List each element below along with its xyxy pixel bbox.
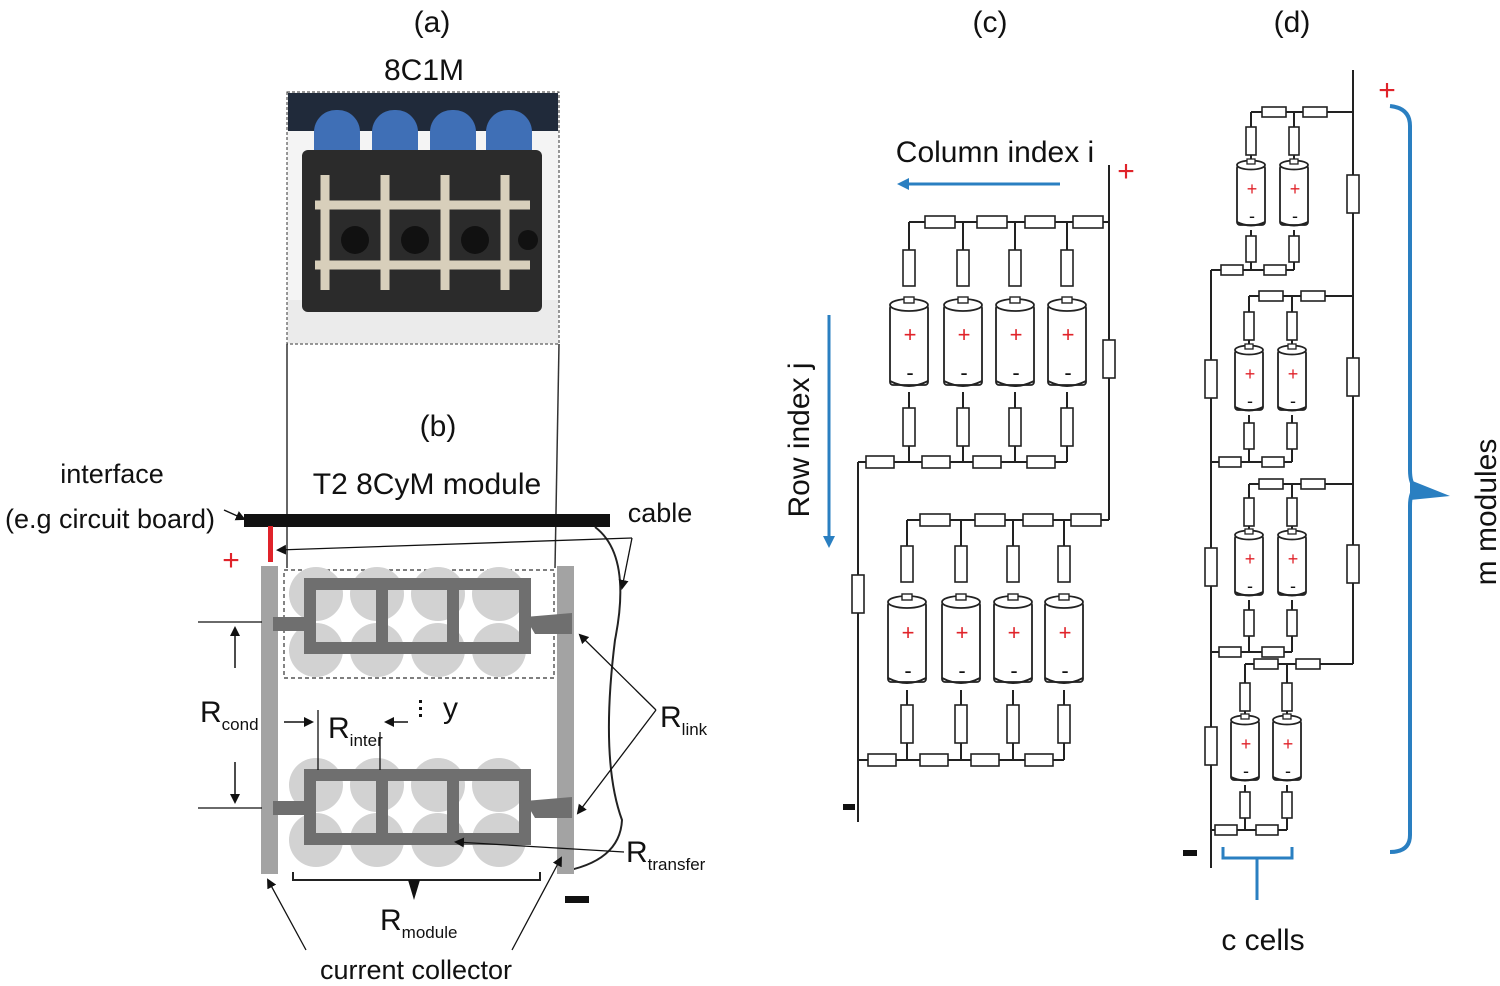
- svg-text:-: -: [906, 360, 913, 385]
- svg-text:-: -: [1061, 658, 1068, 683]
- circuit-c-module-1-cell-marks: + + + + - - - -: [904, 322, 1075, 385]
- svg-text:-: -: [1012, 360, 1019, 385]
- positive-terminal-tab: [268, 526, 273, 562]
- svg-text:-: -: [1249, 206, 1255, 226]
- panel-b-title: T2 8CyM module: [313, 468, 541, 501]
- y-ellipsis-dots: [419, 700, 422, 717]
- svg-text:+: +: [1283, 734, 1294, 754]
- cable-label: cable: [628, 498, 693, 528]
- svg-text:-: -: [1243, 761, 1249, 781]
- svg-text:+: +: [958, 322, 971, 347]
- interface-board: [244, 514, 610, 527]
- c-cells-label: c cells: [1221, 924, 1304, 957]
- circuit-c-plus-sign: +: [1117, 155, 1135, 188]
- cable: [559, 526, 624, 873]
- svg-text:+: +: [902, 620, 915, 645]
- r-cond-label: Rcond: [200, 696, 259, 734]
- circuit-d-module-2: [1211, 290, 1353, 468]
- link-resistor-c-left: [851, 574, 865, 614]
- current-collector-label: current collector: [320, 955, 512, 985]
- module-plus-sign: +: [222, 544, 240, 577]
- circuit-d-module-4: [1211, 658, 1353, 836]
- current-collector-left: [261, 566, 278, 874]
- r-module-label: Rmodule: [380, 904, 457, 942]
- r-transfer-label: Rtransfer: [626, 836, 706, 874]
- svg-text:-: -: [960, 360, 967, 385]
- link-resistor-c-right: [1102, 339, 1116, 379]
- holder-holes: [341, 226, 538, 254]
- r-inter-label: Rinter: [328, 712, 383, 750]
- circuit-d-module-1: [1211, 106, 1353, 276]
- interface-label: interface: [60, 459, 164, 489]
- svg-text:-: -: [1285, 761, 1291, 781]
- m-modules-brace: [1389, 104, 1450, 854]
- svg-text:+: +: [1245, 549, 1256, 569]
- svg-text:-: -: [1290, 576, 1296, 596]
- svg-text:-: -: [904, 658, 911, 683]
- panel-a-tag: (a): [414, 6, 451, 39]
- c-cells-brace: [1221, 847, 1294, 900]
- svg-text:+: +: [1288, 364, 1299, 384]
- svg-text:-: -: [1247, 391, 1253, 411]
- m-modules-label: m modules: [1470, 439, 1500, 586]
- column-index-label: Column index i: [896, 136, 1094, 169]
- interface-example-label: (e.g circuit board): [5, 504, 215, 534]
- svg-text:+: +: [1247, 179, 1258, 199]
- nickel-strip: [315, 175, 530, 290]
- panel-d-tag: (d): [1274, 6, 1311, 39]
- svg-text:+: +: [904, 322, 917, 347]
- svg-text:+: +: [1008, 620, 1021, 645]
- circuit-d-cell-marks: + + - - + + - - + + - - + + - -: [1241, 179, 1301, 781]
- svg-text:-: -: [1064, 360, 1071, 385]
- svg-text:-: -: [958, 658, 965, 683]
- circuit-d-module-3: [1211, 478, 1353, 658]
- panel-a-title: 8C1M: [384, 54, 464, 87]
- circuit-d-link-resistors: [1204, 174, 1360, 766]
- svg-text:+: +: [1241, 734, 1252, 754]
- svg-text:+: +: [1245, 364, 1256, 384]
- svg-text:+: +: [956, 620, 969, 645]
- svg-text:+: +: [1059, 620, 1072, 645]
- bus-frame-top: [273, 578, 572, 654]
- circuit-d-minus-terminal: [1183, 850, 1197, 856]
- circuit-c-module-2-cell-marks: + + + + - - - -: [902, 620, 1072, 683]
- circuit-d-plus-sign: +: [1378, 74, 1396, 107]
- row-index-label: Row index j: [783, 362, 816, 517]
- circuit-c-module-2: [858, 513, 1109, 767]
- battery-module-photo: [286, 91, 560, 345]
- svg-text:-: -: [1247, 576, 1253, 596]
- module-minus-terminal: [565, 896, 589, 903]
- r-module-bracket: [292, 872, 541, 881]
- svg-text:+: +: [1010, 322, 1023, 347]
- circuit-c-minus-terminal: [843, 804, 855, 810]
- panel-c-tag: (c): [973, 6, 1008, 39]
- svg-text:+: +: [1288, 549, 1299, 569]
- r-link-label: Rlink: [660, 701, 708, 739]
- svg-text:+: +: [1290, 179, 1301, 199]
- svg-text:+: +: [1062, 322, 1075, 347]
- svg-text:-: -: [1292, 206, 1298, 226]
- svg-text:-: -: [1010, 658, 1017, 683]
- bus-frame-bottom: [273, 769, 572, 845]
- svg-text:-: -: [1290, 391, 1296, 411]
- panel-b-tag: (b): [420, 410, 457, 443]
- current-collector-right: [557, 566, 574, 874]
- y-label: y: [443, 692, 458, 725]
- circuit-c-module-1: [858, 215, 1109, 469]
